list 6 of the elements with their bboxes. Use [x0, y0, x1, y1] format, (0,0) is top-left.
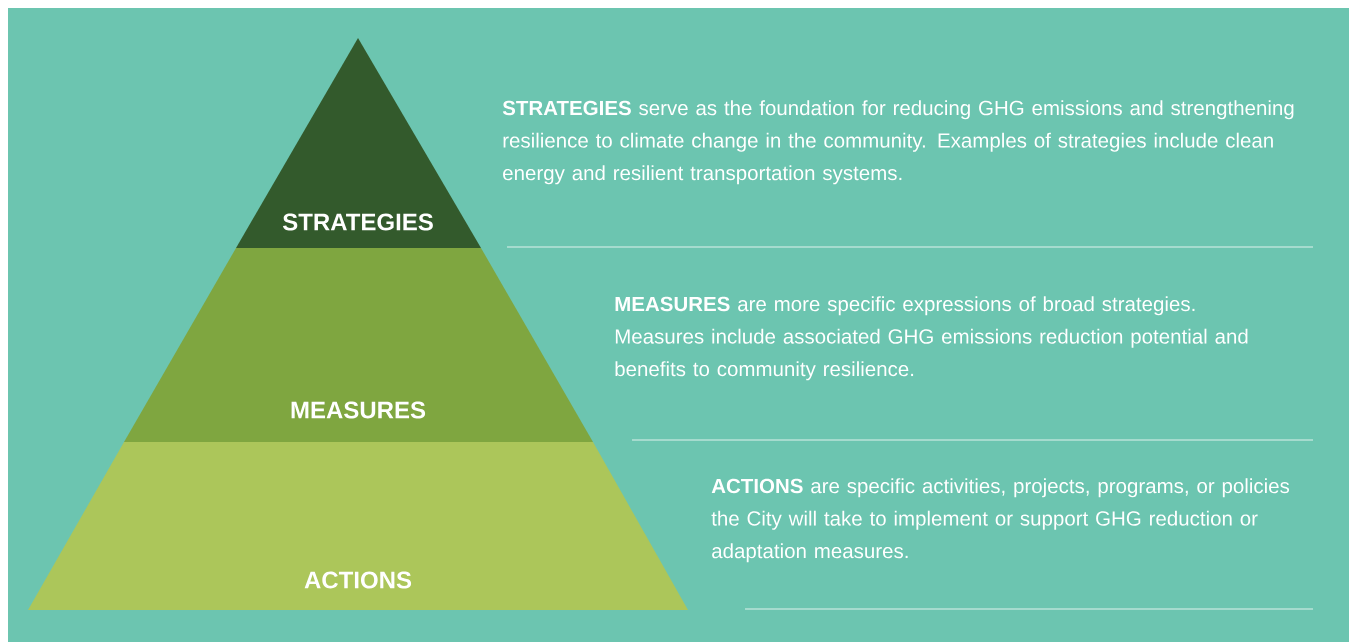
- description-text: ACTIONS are specific activities, projects, programs, or policies the City will take to implement or support GHG reduction or adaptation measures.: [711, 478, 1290, 563]
- description-text: MEASURES are more specific expressions of broad strategies. Measures include associated GHG emissions reduction potential and benefits to community resilience.: [615, 296, 1248, 381]
- pyramid-layer: STRATEGIES: [236, 38, 481, 248]
- pyramid-layer: ACTIONS: [28, 442, 688, 610]
- pyramid-layer: MEASURES: [124, 248, 593, 442]
- description-text: STRATEGIES serve as the foundation for reducing GHG emissions and strengthening resilience to climate change in the community. Examples of strategies include clean energy and resilient transportation systems.: [502, 100, 1294, 185]
